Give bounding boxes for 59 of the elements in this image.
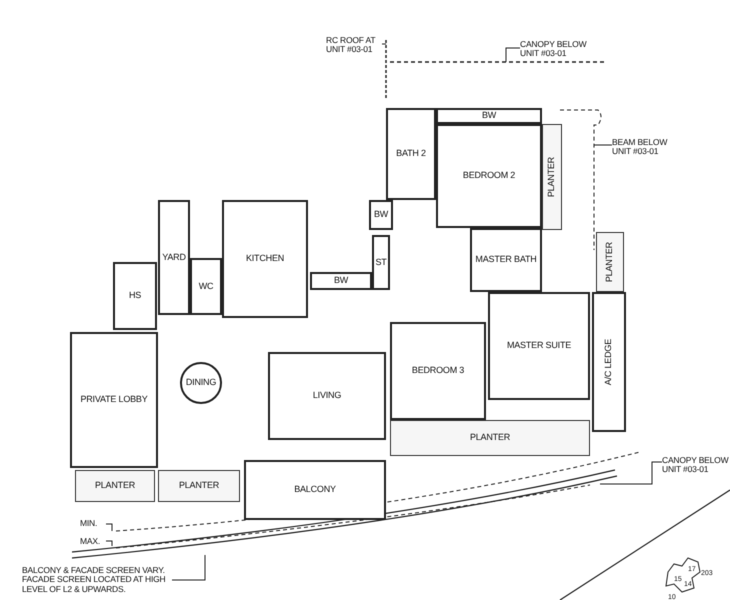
- planter-label: PLANTER: [605, 242, 615, 282]
- note-text: CANOPY BELOW UNIT #03-01: [520, 40, 592, 62]
- room-outline: [470, 228, 542, 292]
- room-outline: [436, 108, 542, 124]
- room-outline: [592, 292, 626, 432]
- leader-line: [106, 524, 112, 532]
- room-label: BW: [482, 111, 496, 121]
- room-outline: [268, 352, 386, 440]
- room-outline: [244, 460, 386, 520]
- room-label: BALCONY: [294, 485, 336, 495]
- room-label: WC: [198, 282, 214, 292]
- room-label: KITCHEN: [246, 254, 284, 264]
- room-outline: [436, 124, 542, 228]
- note-text: CANOPY BELOW UNIT #03-01: [662, 456, 730, 478]
- note-text: BALCONY & FACADE SCREEN VARY. FACADE SCREEN LOCATED AT HIGH LEVEL OF L2 & UPWARDS.: [22, 566, 172, 596]
- room-label: ST: [375, 258, 387, 268]
- planter-label: PLANTER: [178, 481, 220, 491]
- leader-line: [172, 554, 206, 580]
- room-outline: [113, 262, 157, 330]
- room-outline: [222, 200, 308, 318]
- note-text: RC ROOF AT UNIT #03-01: [326, 36, 382, 58]
- leader-line: [106, 540, 112, 546]
- note-text: BEAM BELOW UNIT #03-01: [612, 138, 672, 160]
- room-outline: [390, 322, 486, 420]
- leader-line: [506, 48, 520, 62]
- room-outline: [369, 200, 393, 230]
- room-label: DINING: [186, 378, 216, 388]
- room-label: PRIVATE LOBBY: [80, 395, 148, 405]
- note-text: MAX.: [80, 537, 106, 548]
- room-label: BW: [374, 210, 388, 220]
- room-outline: [190, 258, 222, 315]
- leader-line: [594, 144, 612, 146]
- planter-label: PLANTER: [547, 156, 557, 198]
- room-label: YARD: [162, 252, 186, 262]
- note-text: MIN.: [80, 519, 106, 530]
- room-label: LIVING: [312, 391, 342, 401]
- planter-box: [75, 470, 155, 502]
- leader-line: [600, 462, 662, 484]
- room-outline: [488, 292, 590, 400]
- planter-box: [596, 232, 624, 292]
- planter-box: [390, 420, 590, 456]
- room-label: A/C LEDGE: [604, 338, 614, 386]
- room-outline: [372, 235, 390, 290]
- planter-label: PLANTER: [470, 433, 510, 443]
- planter-box: [542, 124, 562, 230]
- room-outline: [310, 272, 372, 290]
- room-label: HS: [128, 291, 142, 301]
- room-outline: [386, 108, 436, 200]
- room-label: BW: [334, 276, 348, 286]
- dining-table: [180, 362, 222, 404]
- planter-box: [158, 470, 240, 502]
- room-label: BEDROOM 2: [462, 171, 516, 181]
- room-label: MASTER SUITE: [506, 341, 572, 351]
- planter-label: PLANTER: [94, 481, 136, 491]
- room-outline: [158, 200, 190, 315]
- room-outline: [70, 332, 158, 468]
- room-label: MASTER BATH: [475, 255, 537, 265]
- room-label: BATH 2: [396, 149, 426, 159]
- room-label: BEDROOM 3: [412, 366, 464, 376]
